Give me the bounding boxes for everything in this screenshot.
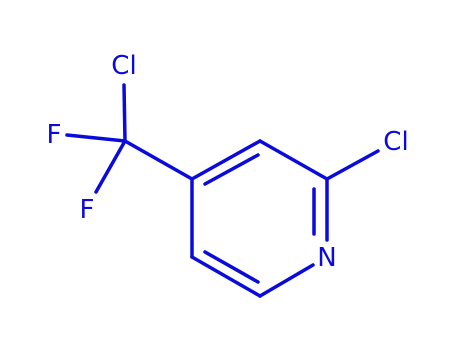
bond-c4-c3-inner (203, 153, 260, 186)
bond-cf2-cl (122, 83, 127, 143)
atom-label-cl-top: Cl (111, 51, 136, 81)
bond-c4-cf2 (123, 139, 194, 181)
bond-c4-c3 (190, 139, 262, 181)
bond-c3-c2 (258, 139, 329, 181)
bond-c6-c5 (190, 255, 262, 298)
atom-label-f-left: F (47, 120, 62, 150)
atom-label-f-bottom: F (80, 195, 95, 225)
atom-label-n-ring: N (317, 243, 336, 273)
bond-c6-c5-inner (203, 250, 260, 284)
bond-cf2-f-left (65, 133, 127, 143)
bond-cf2-f-bottom (94, 139, 127, 194)
bond-n1-c6 (258, 263, 315, 298)
atom-label-cl-right: Cl (383, 127, 408, 157)
bond-c2-cl (325, 149, 380, 181)
